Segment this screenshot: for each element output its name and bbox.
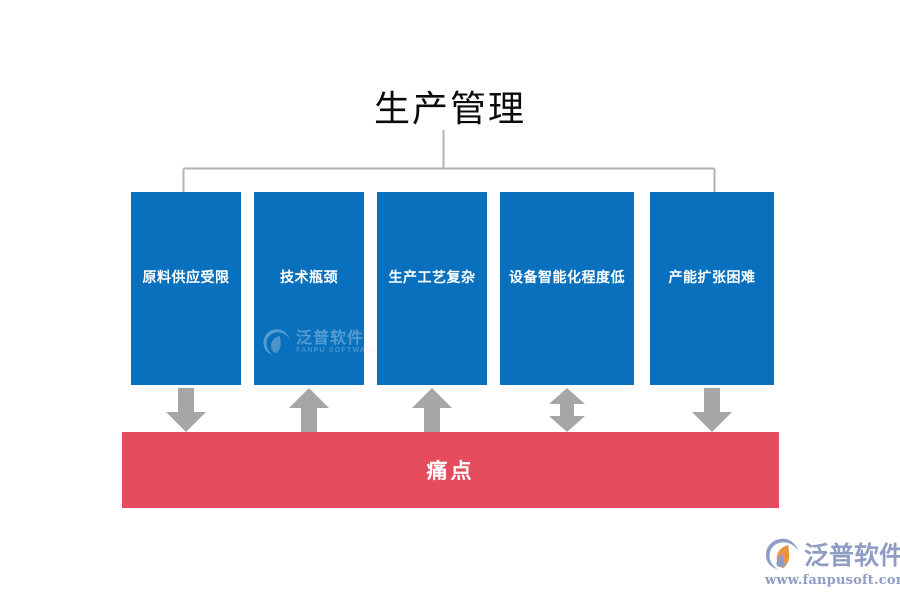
logo-website-url: www.fanpusoft.com xyxy=(765,573,900,588)
bracket-connector-icon xyxy=(182,130,716,192)
arrow-down-5-icon xyxy=(692,388,732,432)
fanpu-logo-mark-icon xyxy=(766,538,799,570)
factor-box-2-label: 技术瓶颈 xyxy=(280,268,338,285)
factor-box-5[interactable]: 产能扩张困难 xyxy=(650,192,774,385)
brand-logo: 泛普软件 www.fanpusoft.com xyxy=(765,536,900,592)
factor-box-5-label: 产能扩张困难 xyxy=(668,268,756,285)
logo-brand-name: 泛普软件 xyxy=(804,541,900,570)
factor-box-1[interactable]: 原料供应受限 xyxy=(131,192,241,385)
factor-box-4[interactable]: 设备智能化程度低 xyxy=(500,192,634,385)
factor-box-3[interactable]: 生产工艺复杂 xyxy=(377,192,487,385)
page-title: 生产管理 xyxy=(373,89,526,130)
factor-box-2[interactable]: 技术瓶颈 xyxy=(254,192,364,385)
factor-box-1-label: 原料供应受限 xyxy=(142,268,230,285)
factor-box-3-label: 生产工艺复杂 xyxy=(388,268,476,285)
arrow-up-2-icon xyxy=(289,388,329,432)
factor-box-4-label: 设备智能化程度低 xyxy=(509,268,625,285)
arrow-up-down-4-icon xyxy=(549,388,585,432)
pain-point-label: 痛点 xyxy=(426,460,475,483)
arrow-down-1-icon xyxy=(166,388,206,432)
arrow-up-3-icon xyxy=(412,388,452,432)
pain-point-bar[interactable]: 痛点 xyxy=(122,432,779,508)
